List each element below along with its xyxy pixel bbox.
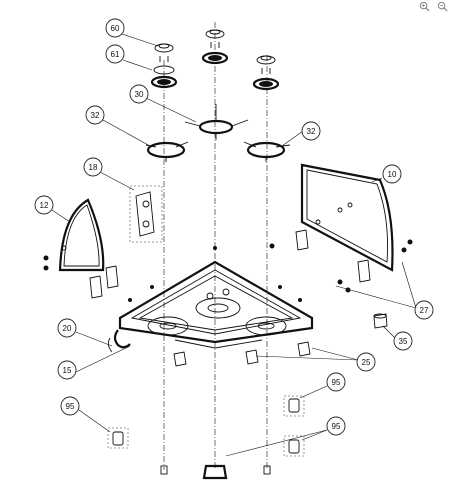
svg-text:95: 95 xyxy=(332,422,341,431)
svg-text:15: 15 xyxy=(63,366,72,375)
svg-text:61: 61 xyxy=(111,50,120,59)
gas-valves xyxy=(173,341,311,367)
callout-95-mid: 95 xyxy=(326,372,346,392)
lid-hinges xyxy=(43,229,413,299)
zoom-in-button[interactable] xyxy=(416,0,432,12)
callout-60: 60 xyxy=(105,18,125,38)
callout-30: 30 xyxy=(129,84,149,104)
svg-text:32: 32 xyxy=(307,127,316,136)
svg-text:20: 20 xyxy=(63,324,72,333)
pan-support-right xyxy=(243,141,291,162)
callout-10: 10 xyxy=(382,164,402,184)
burner-cap-right xyxy=(252,55,280,91)
callout-32-right: 32 xyxy=(301,121,321,141)
rubber-feet-95 xyxy=(107,395,305,480)
svg-text:10: 10 xyxy=(388,170,397,179)
hob-body xyxy=(118,246,314,349)
callout-20: 20 xyxy=(57,318,77,338)
svg-text:95: 95 xyxy=(66,402,75,411)
svg-text:35: 35 xyxy=(399,337,408,346)
zoom-out-icon xyxy=(437,1,448,12)
svg-text:30: 30 xyxy=(135,90,144,99)
pan-support-left xyxy=(145,141,189,162)
callout-32-left: 32 xyxy=(85,105,105,125)
callout-27: 27 xyxy=(414,300,434,320)
callout-18: 18 xyxy=(83,157,103,177)
callout-12: 12 xyxy=(34,195,54,215)
zoom-out-button[interactable] xyxy=(434,0,450,12)
svg-text:60: 60 xyxy=(111,24,120,33)
rubber-foot-35 xyxy=(373,313,388,329)
glass-lid-right xyxy=(300,163,394,272)
thermocouple-wire xyxy=(107,329,131,353)
svg-text:18: 18 xyxy=(89,163,98,172)
svg-text:32: 32 xyxy=(91,111,100,120)
callout-15: 15 xyxy=(57,360,77,380)
callout-95-left: 95 xyxy=(60,396,80,416)
svg-text:95: 95 xyxy=(332,378,341,387)
callout-35: 35 xyxy=(393,331,413,351)
callout-61: 61 xyxy=(105,44,125,64)
svg-text:12: 12 xyxy=(40,201,49,210)
callout-95-right: 95 xyxy=(326,416,346,436)
svg-text:27: 27 xyxy=(420,306,429,315)
burner-cap-left xyxy=(150,43,178,89)
glass-lid-left xyxy=(58,198,105,272)
leader-lines xyxy=(51,33,417,457)
zoom-in-icon xyxy=(419,1,430,12)
burner-cap-middle xyxy=(201,29,229,65)
svg-text:25: 25 xyxy=(362,358,371,367)
pan-support-center xyxy=(184,104,249,140)
hinge-bracket xyxy=(129,185,163,243)
callout-25: 25 xyxy=(356,352,376,372)
